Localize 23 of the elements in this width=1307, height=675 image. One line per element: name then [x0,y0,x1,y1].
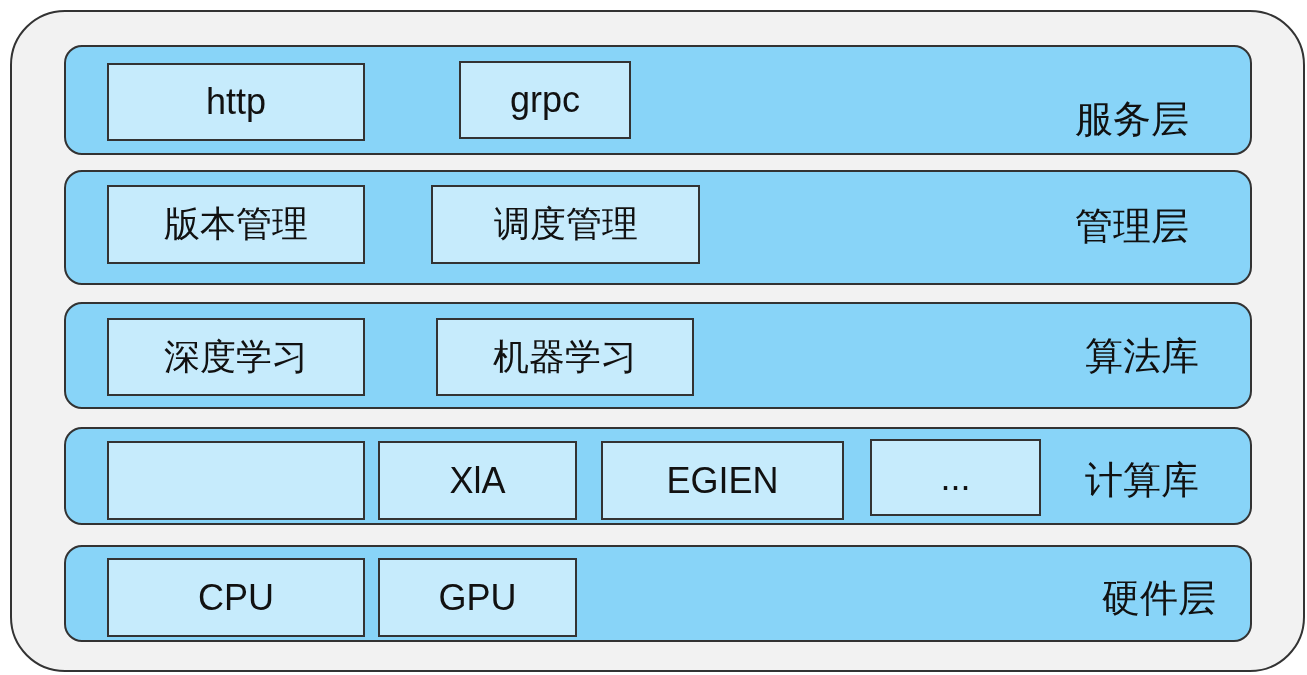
module-box: 调度管理 [431,185,700,264]
layer-label: 算法库 [1085,333,1199,379]
layer-label: 服务层 [1075,96,1189,142]
layer-band [64,170,1252,285]
module-box: 机器学习 [436,318,694,396]
module-box [107,441,365,520]
module-box: EGIEN [601,441,844,520]
layer-band [64,302,1252,409]
layer-label: 硬件层 [1102,575,1216,621]
module-box: GPU [378,558,577,637]
layer-band [64,545,1252,642]
module-box: grpc [459,61,631,139]
module-box: CPU [107,558,365,637]
layer-label: 管理层 [1075,203,1189,249]
layer-band [64,45,1252,155]
container-box [10,10,1305,672]
module-box: http [107,63,365,141]
module-box: 深度学习 [107,318,365,396]
layer-band [64,427,1252,525]
layer-label: 计算库 [1085,457,1199,503]
module-box: 版本管理 [107,185,365,264]
module-box: ... [870,439,1041,516]
module-box: XlA [378,441,577,520]
